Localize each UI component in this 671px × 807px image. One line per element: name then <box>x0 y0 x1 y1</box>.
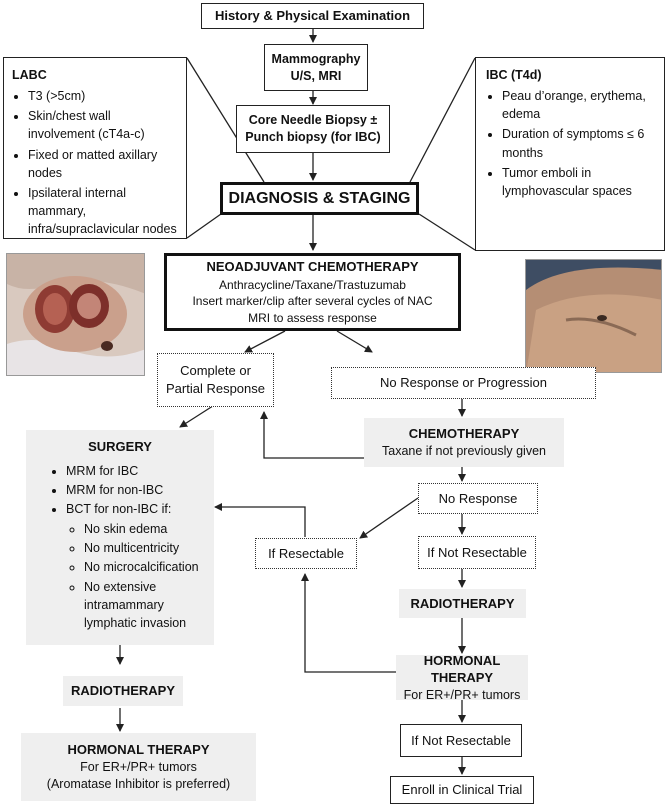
labc-criteria-box: LABC T3 (>5cm) Skin/chest wall involveme… <box>3 57 187 239</box>
hormonal-left-note: (Aromatase Inhibitor is preferred) <box>46 776 231 791</box>
radiotherapy-left-box: RADIOTHERAPY <box>63 676 183 706</box>
surgery-option: MRM for IBC <box>66 462 204 480</box>
bct-criterion: No microcalcification <box>84 558 204 576</box>
ibc-photo-image <box>526 260 661 372</box>
neoadjuvant-marker-note: Insert marker/clip after several cycles … <box>192 294 433 309</box>
biopsy-label-2: Punch biopsy (for IBC) <box>245 130 381 144</box>
ibc-title: IBC (T4d) <box>486 68 542 82</box>
if-not-resectable-label-2: If Not Resectable <box>411 732 511 748</box>
labc-photo-image <box>7 254 144 375</box>
diagnosis-staging-box: DIAGNOSIS & STAGING <box>220 182 419 215</box>
hormonal-right-subtitle: For ER+/PR+ tumors <box>403 687 521 702</box>
surgery-box: SURGERY MRM for IBC MRM for non-IBC BCT … <box>26 430 214 645</box>
bct-criterion: No skin edema <box>84 520 204 538</box>
if-not-resectable-box-2: If Not Resectable <box>400 724 522 757</box>
labc-item: Fixed or matted axillary nodes <box>28 146 178 182</box>
hormonal-left-subtitle: For ER+/PR+ tumors <box>80 759 197 774</box>
labc-title: LABC <box>12 68 47 82</box>
chemotherapy-subtitle: Taxane if not previously given <box>382 443 546 458</box>
neoadjuvant-title: NEOADJUVANT CHEMOTHERAPY <box>206 258 419 274</box>
if-resectable-label: If Resectable <box>268 545 344 561</box>
labc-item: Skin/chest wall involvement (cT4a-c) <box>28 107 178 143</box>
surgery-title: SURGERY <box>88 439 152 454</box>
ibc-clinical-photo <box>525 259 662 373</box>
partial-response-label: Partial Response <box>166 381 265 396</box>
ibc-item: Tumor emboli in lymphovascular spaces <box>502 164 656 200</box>
radiotherapy-left-label: RADIOTHERAPY <box>70 683 175 699</box>
surgery-option: MRM for non-IBC <box>66 481 204 499</box>
no-response-box: No Response <box>418 483 538 514</box>
hormonal-therapy-right-box: HORMONAL THERAPY For ER+/PR+ tumors <box>396 652 528 702</box>
imaging-label: U/S, MRI <box>290 68 342 83</box>
radiotherapy-right-box: RADIOTHERAPY <box>399 589 526 618</box>
labc-item: Ipsilateral internal mammary, infra/supr… <box>28 184 178 238</box>
hormonal-right-title: HORMONAL THERAPY <box>423 652 501 686</box>
complete-partial-response-box: Complete or Partial Response <box>157 353 274 407</box>
clinical-trial-box: Enroll in Clinical Trial <box>390 776 534 804</box>
chemotherapy-title: CHEMOTHERAPY <box>408 426 520 442</box>
radiotherapy-right-label: RADIOTHERAPY <box>410 595 515 611</box>
neoadjuvant-chemo-box: NEOADJUVANT CHEMOTHERAPY Anthracycline/T… <box>164 253 461 331</box>
if-resectable-box: If Resectable <box>255 538 357 569</box>
neoadjuvant-regimen: Anthracycline/Taxane/Trastuzumab <box>219 277 406 292</box>
mammography-label: Mammography <box>271 51 361 66</box>
complete-response-label: Complete or <box>180 363 251 379</box>
clinical-trial-label: Enroll in Clinical Trial <box>401 782 523 798</box>
mammography-box: Mammography U/S, MRI <box>264 44 368 91</box>
chemotherapy-box: CHEMOTHERAPY Taxane if not previously gi… <box>364 418 564 467</box>
hormonal-left-title: HORMONAL THERAPY <box>67 742 210 758</box>
bct-criterion: No extensive intramammary lymphatic inva… <box>84 578 204 632</box>
ibc-criteria-box: IBC (T4d) Peau d’orange, erythema, edema… <box>475 57 665 251</box>
history-exam-label: History & Physical Examination <box>214 8 411 24</box>
ibc-item: Peau d’orange, erythema, edema <box>502 87 656 123</box>
no-response-label: No Response <box>438 490 518 506</box>
no-response-progression-label: No Response or Progression <box>380 375 547 391</box>
surgery-option-label: BCT for non-IBC if: <box>66 502 172 517</box>
diagnosis-staging-label: DIAGNOSIS & STAGING <box>228 189 411 207</box>
neoadjuvant-mri-note: MRI to assess response <box>248 310 377 325</box>
history-exam-box: History & Physical Examination <box>201 3 424 29</box>
if-not-resectable-label-1: If Not Resectable <box>427 544 527 560</box>
labc-item: T3 (>5cm) <box>28 87 178 105</box>
if-not-resectable-box-1: If Not Resectable <box>418 536 536 569</box>
bct-criterion: No multicentricity <box>84 539 204 557</box>
hormonal-therapy-left-box: HORMONAL THERAPY For ER+/PR+ tumors (Aro… <box>21 733 256 801</box>
biopsy-box: Core Needle Biopsy ± Punch biopsy (for I… <box>236 105 390 153</box>
labc-clinical-photo <box>6 253 145 376</box>
no-response-progression-box: No Response or Progression <box>331 367 596 399</box>
biopsy-label-1: Core Needle Biopsy ± <box>248 113 378 128</box>
surgery-option: BCT for non-IBC if: No skin edema No mul… <box>66 500 204 632</box>
ibc-item: Duration of symptoms ≤ 6 months <box>502 125 656 161</box>
